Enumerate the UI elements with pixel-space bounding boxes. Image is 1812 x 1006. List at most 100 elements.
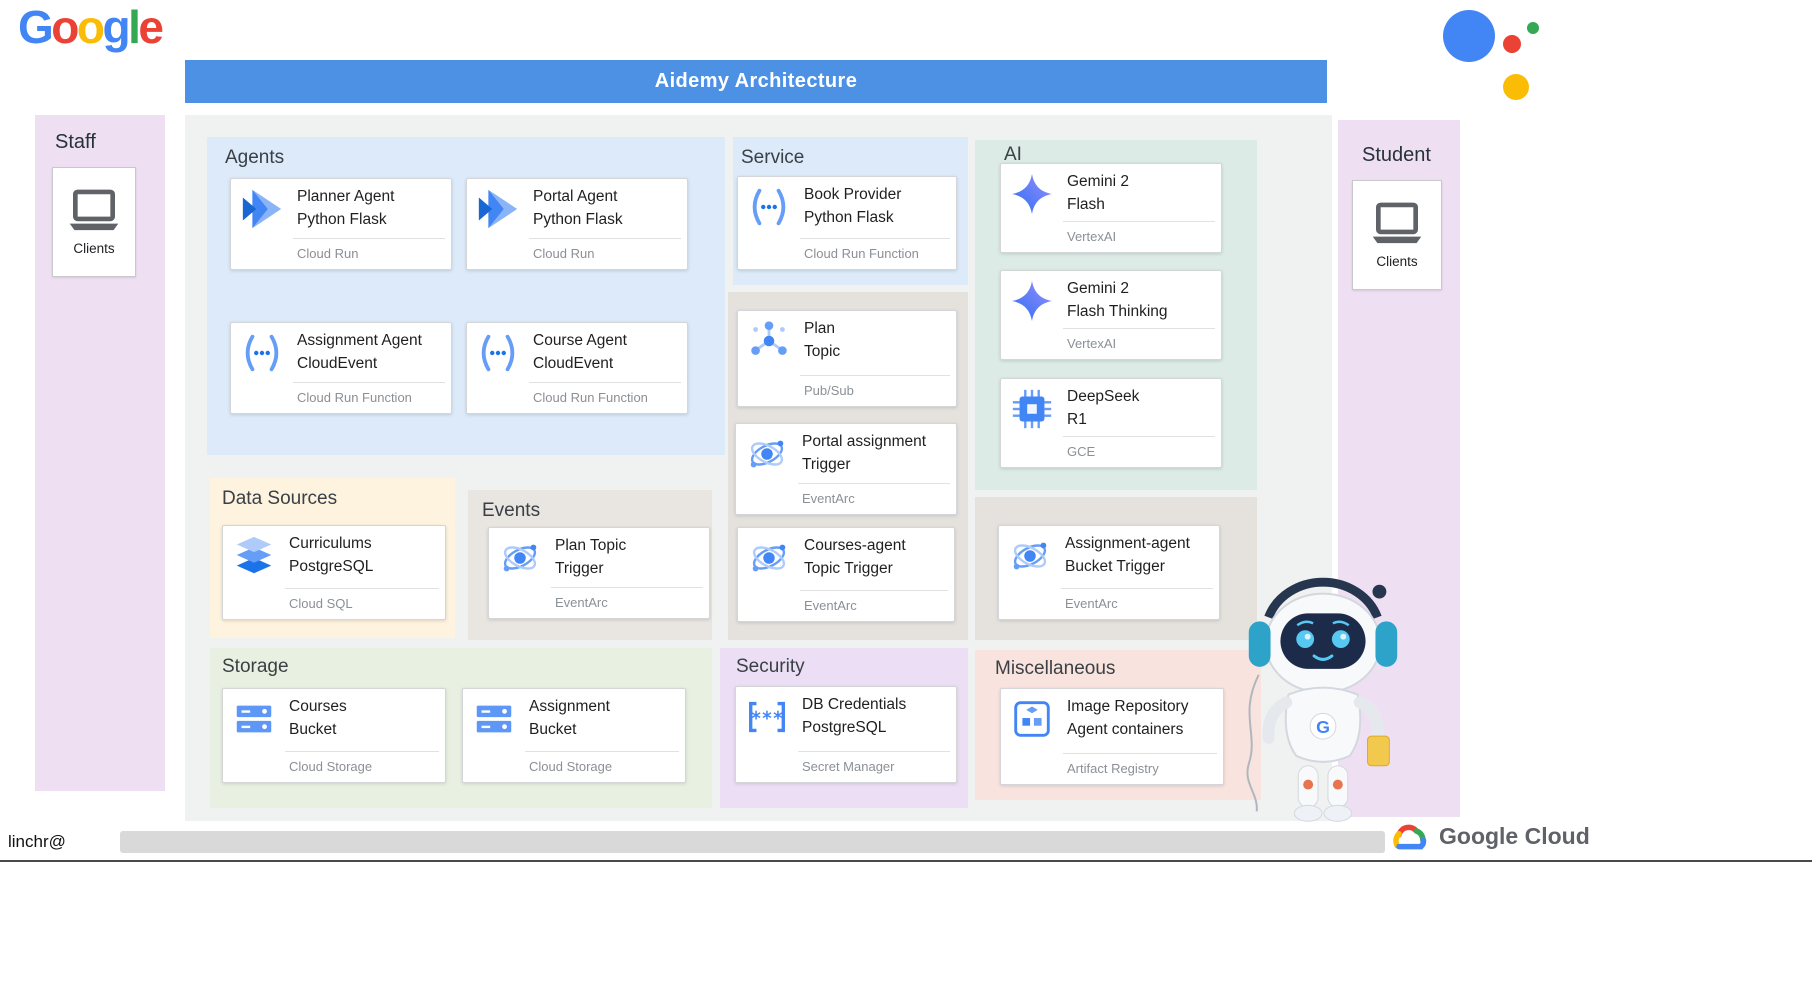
card-subtitle: CloudEvent [533,355,614,372]
card-assignment-agent-bucket-trigger: Assignment-agent Bucket Trigger EventArc [998,525,1220,620]
card-product-label: EventArc [555,595,608,610]
card-deepseek-r1: DeepSeek R1 GCE [1000,378,1222,468]
artifact-registry-icon [1009,696,1055,742]
card-title: DeepSeek [1067,388,1140,405]
ai-section-label: AI [1004,144,1022,165]
card-divider [1063,753,1217,754]
card-divider [798,483,950,484]
cloud-run-icon [475,186,521,232]
card-title: Planner Agent [297,188,395,205]
card-book-provider: Book Provider Python Flask Cloud Run Fun… [737,176,957,270]
card-product-label: Cloud Run Function [804,246,919,261]
cloud-storage-icon [471,696,517,742]
card-gemini-flash-thinking: Gemini 2 Flash Thinking VertexAI [1000,270,1222,360]
card-subtitle: Python Flask [533,211,623,228]
card-divider [551,587,703,588]
cloud-storage-icon [231,696,277,742]
card-product-label: Cloud Run Function [533,390,648,405]
student-clients-label: Clients [1376,253,1418,269]
card-db-credentials: DB Credentials PostgreSQL Secret Manager [735,686,957,783]
card-title: Gemini 2 [1067,173,1130,190]
card-product-label: EventArc [1065,596,1118,611]
card-courses-bucket: Courses Bucket Cloud Storage [222,688,446,783]
service-section-label: Service [741,147,805,168]
card-image-repository: Image Repository Agent containers Artifa… [1000,688,1224,785]
card-product-label: Cloud SQL [289,596,353,611]
card-title: Plan Topic [555,537,627,554]
assistant-blue-circle [1443,10,1495,62]
card-divider [798,751,950,752]
card-plan-topic: Plan Topic Pub/Sub [737,310,957,407]
card-divider [1063,221,1215,222]
google-logo: Google [18,0,164,54]
card-gemini-flash: Gemini 2 Flash VertexAI [1000,163,1222,253]
card-portal-agent: Portal Agent Python Flask Cloud Run [466,178,688,270]
card-product-label: VertexAI [1067,336,1117,351]
google-logo-letter: o [76,1,105,53]
card-title: Portal assignment [802,433,927,450]
google-cloud-text: Google Cloud [1439,823,1590,849]
card-divider [800,590,948,591]
google-logo-letter: G [18,1,54,53]
robot-mascot-illustration [1228,556,1418,843]
card-title: Assignment-agent [1065,535,1190,552]
google-logo-letter: e [138,1,164,53]
card-title: Portal Agent [533,188,618,205]
card-subtitle: Topic [804,343,841,360]
card-divider [285,751,439,752]
chip-icon [1009,386,1055,432]
storage-section-label: Storage [222,656,289,677]
card-product-label: Artifact Registry [1067,761,1159,776]
card-title: Assignment [529,698,610,715]
gemini-icon [1009,278,1055,324]
google-cloud-logo: Google Cloud [1388,820,1590,853]
security-section-label: Security [736,656,805,677]
card-product-label: Cloud Run Function [297,390,412,405]
cloud-run-function-icon [746,184,792,230]
card-curriculums: Curriculums PostgreSQL Cloud SQL [222,525,446,620]
card-title: Book Provider [804,186,902,203]
cloud-sql-icon [231,533,277,579]
card-assignment-agent: Assignment Agent CloudEvent Cloud Run Fu… [230,322,452,414]
card-divider [800,375,950,376]
card-title: Assignment Agent [297,332,422,349]
card-divider [529,382,681,383]
data-sources-section-label: Data Sources [222,488,338,509]
card-divider [1063,328,1215,329]
card-title: Course Agent [533,332,627,349]
card-subtitle: Python Flask [297,211,387,228]
card-subtitle: PostgreSQL [289,558,374,575]
username-text: linchr@ [8,832,66,851]
card-divider [800,238,950,239]
card-subtitle: CloudEvent [297,355,378,372]
card-subtitle: PostgreSQL [802,719,887,736]
eventarc-icon [497,535,543,581]
card-course-agent: Course Agent CloudEvent Cloud Run Functi… [466,322,688,414]
card-divider [1063,436,1215,437]
card-product-label: Secret Manager [802,759,895,774]
card-divider [293,238,445,239]
secret-manager-icon [744,694,790,740]
eventarc-icon [746,535,792,581]
card-product-label: Cloud Run [533,246,595,261]
card-assignment-bucket: Assignment Bucket Cloud Storage [462,688,686,783]
card-divider [293,382,445,383]
cloud-run-function-icon [475,330,521,376]
card-subtitle: Flash [1067,196,1105,213]
card-title: Gemini 2 [1067,280,1130,297]
card-subtitle: Bucket [289,721,337,738]
card-product-label: Cloud Storage [289,759,373,774]
card-title: Courses-agent [804,537,906,554]
card-title: Curriculums [289,535,372,552]
miscellaneous-section-label: Miscellaneous [995,658,1116,679]
card-title: Plan [804,320,836,337]
google-assistant-logo [1443,8,1547,108]
title-bar: Aidemy Architecture [185,60,1327,103]
events-section-label: Events [482,500,541,521]
card-courses-agent-topic-trigger: Courses-agent Topic Trigger EventArc [737,527,955,622]
diagram-title: Aidemy Architecture [654,70,858,92]
horizontal-scrollbar-track[interactable] [120,831,1385,853]
card-product-label: VertexAI [1067,229,1117,244]
google-logo-letter: g [102,1,131,53]
